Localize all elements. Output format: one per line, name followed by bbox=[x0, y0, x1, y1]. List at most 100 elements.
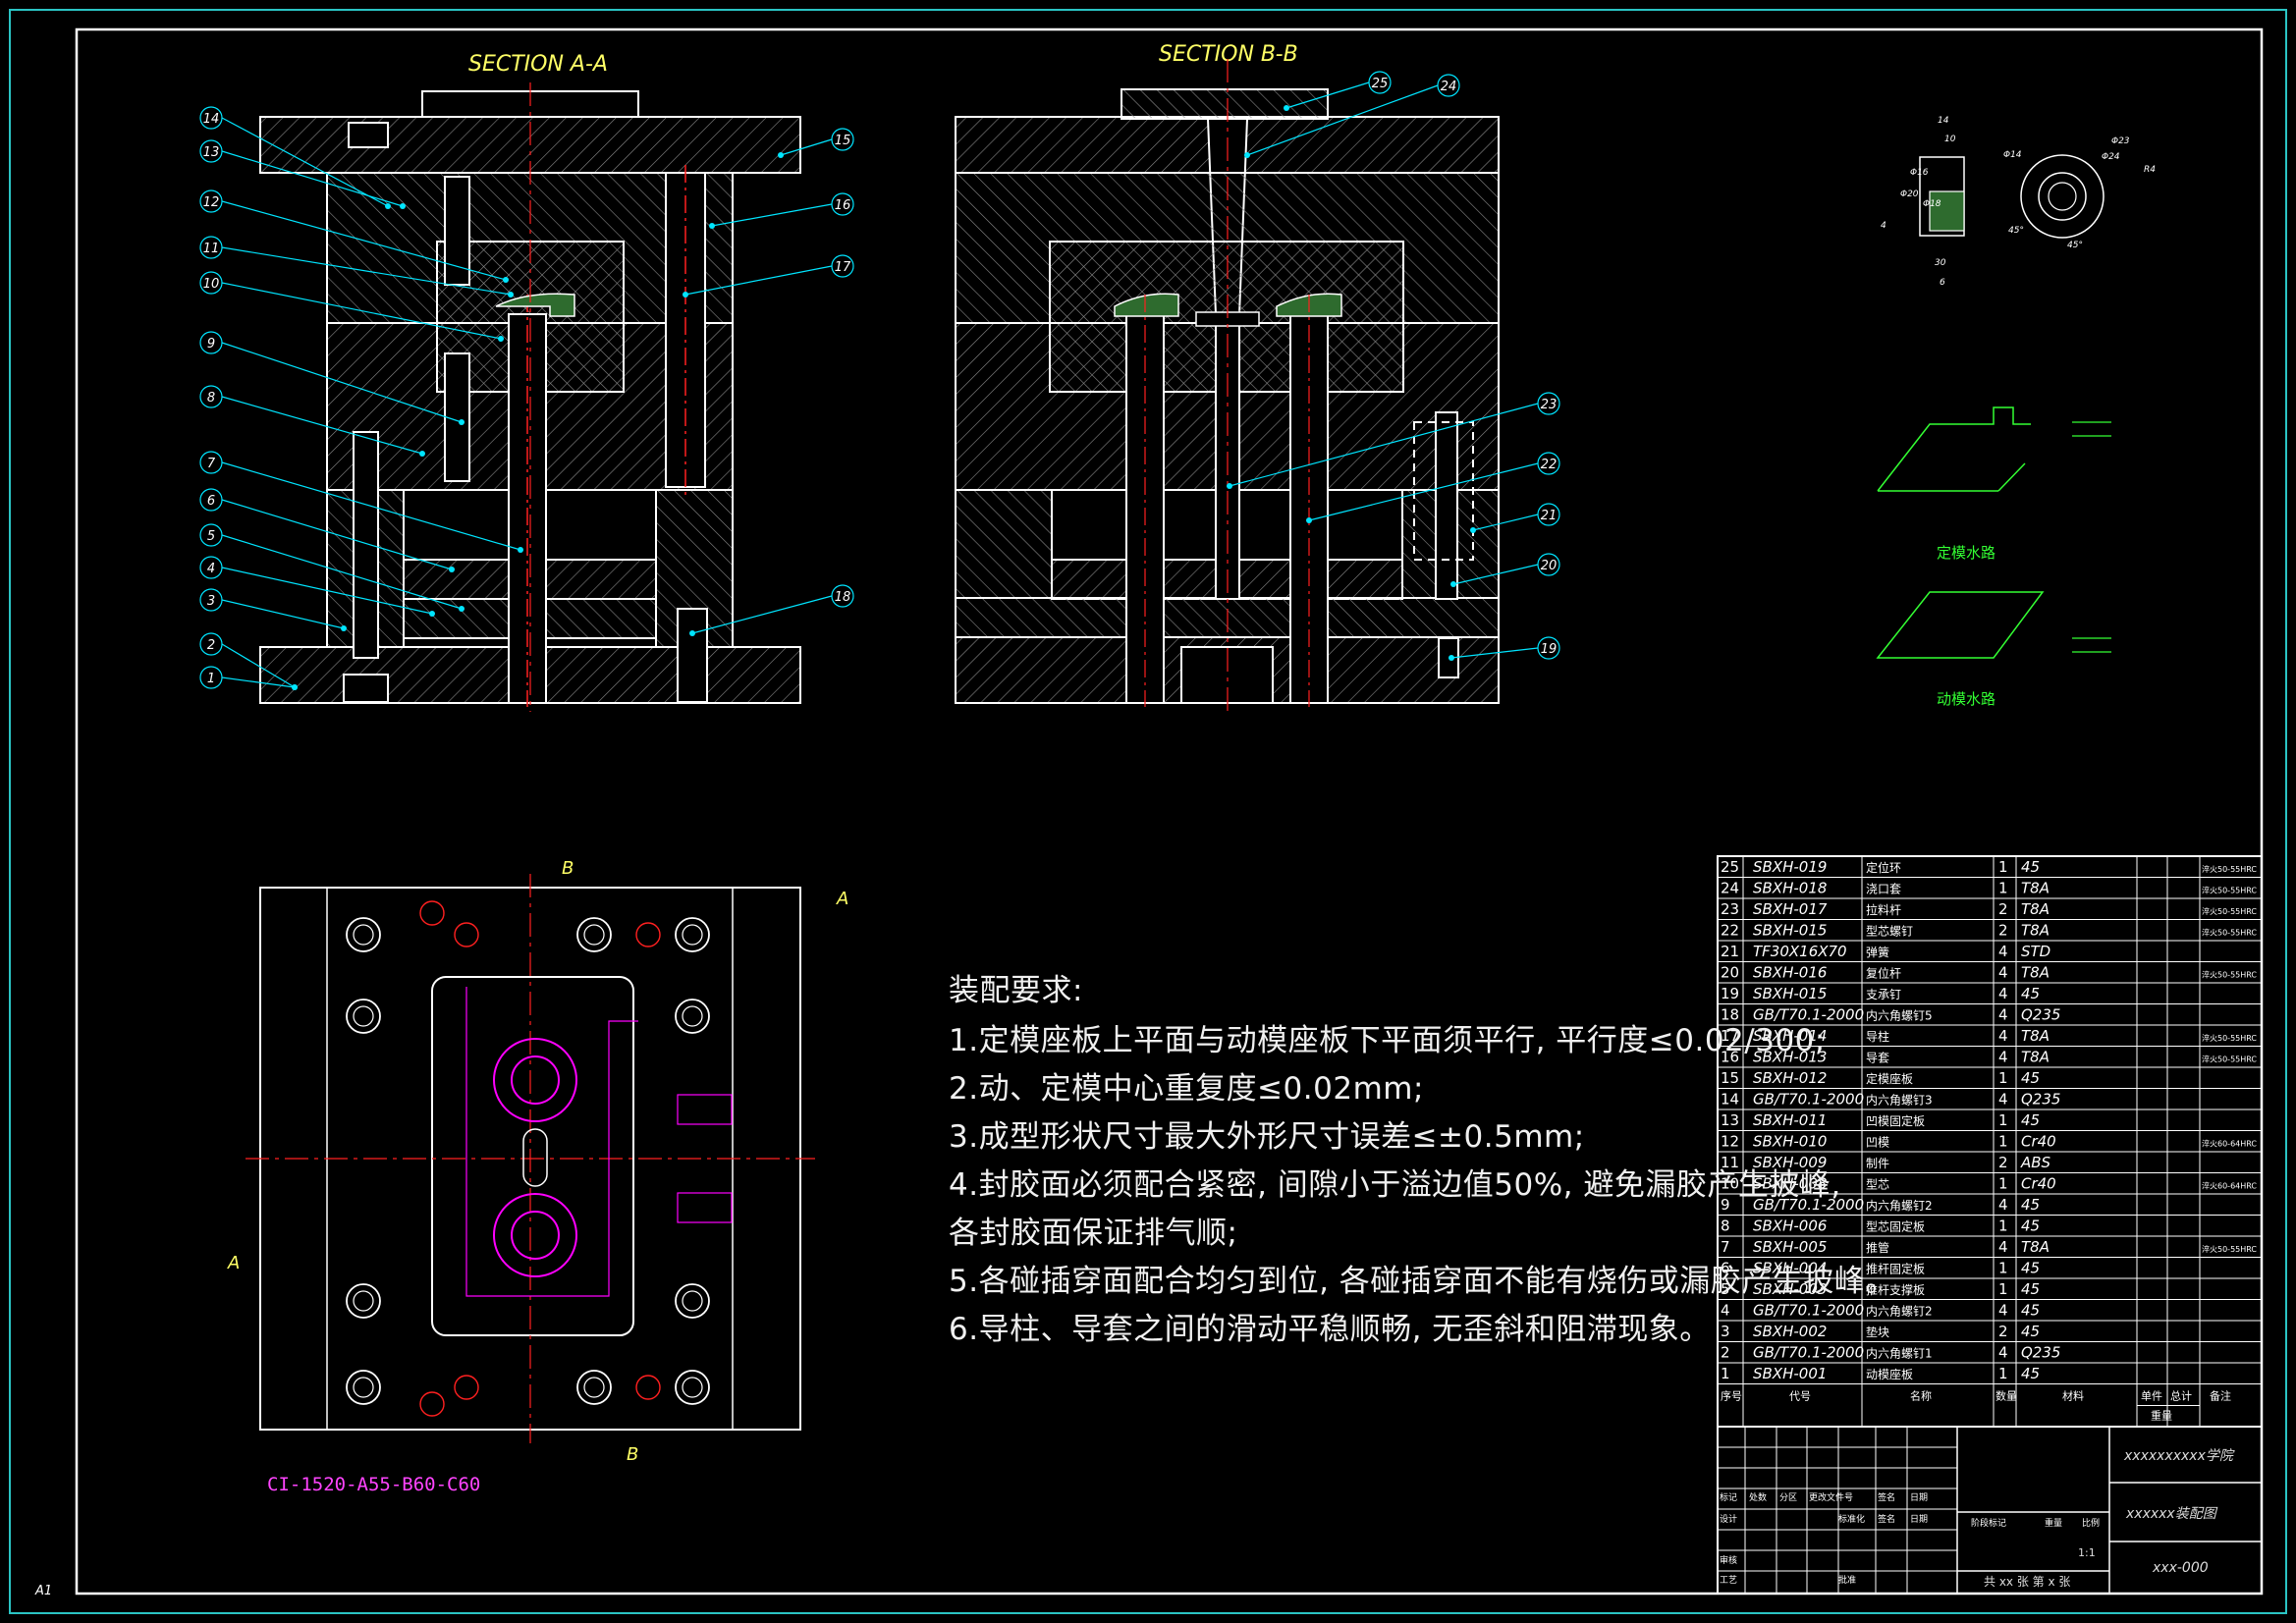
balloon: 25 bbox=[1284, 71, 1392, 111]
bom-cell: 45 bbox=[2021, 1217, 2040, 1235]
bom-cell: 浇口套 bbox=[1866, 883, 1901, 896]
balloon-number: 22 bbox=[1541, 458, 1558, 472]
bom-cell: 4 bbox=[1998, 943, 2008, 960]
title-block-label: 标准化 bbox=[1838, 1513, 1865, 1525]
bom-cell: 淬火50-55HRC bbox=[2202, 864, 2257, 874]
bom-cell: 1 bbox=[1998, 1133, 2008, 1151]
balloon: 8 bbox=[199, 385, 425, 457]
bom-cell: ABS bbox=[2020, 1154, 2051, 1171]
bom-cell: SBXH-004 bbox=[1753, 1260, 1827, 1277]
balloon-number: 15 bbox=[835, 134, 851, 148]
bom-cell: 45 bbox=[2021, 1323, 2040, 1340]
bom-cell: SBXH-018 bbox=[1753, 880, 1827, 897]
balloon-number: 7 bbox=[207, 457, 216, 471]
balloon: 16 bbox=[709, 192, 854, 229]
bom-cell: 8 bbox=[1721, 1217, 1730, 1235]
bom-cell: SBXH-014 bbox=[1753, 1027, 1827, 1045]
bom-cell: 6 bbox=[1721, 1260, 1730, 1277]
bom-cell: 16 bbox=[1721, 1049, 1739, 1066]
bom-cell: 定模座板 bbox=[1866, 1071, 1913, 1086]
bom-cell: 2 bbox=[1998, 922, 2008, 940]
bom-cell: 45 bbox=[2021, 985, 2040, 1002]
balloon: 14 bbox=[199, 106, 391, 209]
dimension-label: 4 bbox=[1881, 221, 1886, 231]
dimension-label: Φ18 bbox=[1923, 199, 1941, 209]
bom-cell: 推管 bbox=[1866, 1240, 1889, 1255]
plan-product-bottom bbox=[493, 1193, 577, 1277]
bom-cell: 4 bbox=[1998, 1196, 2008, 1214]
note-item-4b: 各封胶面保证排气顺; bbox=[949, 1216, 1238, 1251]
bom-cell: 2 bbox=[1721, 1344, 1730, 1362]
screw-hole bbox=[635, 1375, 661, 1400]
bom-cell: 弹簧 bbox=[1866, 945, 1889, 959]
sheet-size-label: A1 bbox=[34, 1584, 52, 1598]
screw-hole bbox=[419, 900, 445, 926]
outer-frame bbox=[9, 9, 2287, 1614]
bom-cell: 1 bbox=[1998, 1069, 2008, 1087]
section-a-title: SECTION A-A bbox=[468, 52, 608, 77]
section-b-b-view: SECTION B-B bbox=[955, 42, 1500, 712]
screw-hole bbox=[419, 1391, 445, 1417]
bom-cell: 内六角螺钉3 bbox=[1866, 1094, 1933, 1108]
plan-runner bbox=[522, 1128, 548, 1187]
bom-cell: GB/T70.1-2000 bbox=[1753, 1344, 1864, 1362]
bom-cell: 拉料杆 bbox=[1866, 902, 1901, 917]
bom-cell: T8A bbox=[2021, 922, 2050, 940]
bom-cell: 22 bbox=[1721, 922, 1739, 940]
plan-view: CI-1520-A55-B60-C60 B B A A bbox=[227, 858, 848, 1495]
plan-cavity-insert bbox=[431, 976, 634, 1336]
screw-hole bbox=[454, 922, 479, 947]
bom-header: 备注 bbox=[2210, 1389, 2231, 1403]
bom-cell: 19 bbox=[1721, 985, 1739, 1002]
dimension-label: 45° bbox=[2008, 226, 2024, 236]
product-front-bore bbox=[2048, 182, 2077, 211]
bom-cell: 内六角螺钉1 bbox=[1866, 1347, 1933, 1361]
bom-cell: GB/T70.1-2000 bbox=[1753, 1302, 1864, 1320]
bom-cell: 45 bbox=[2021, 1111, 2040, 1129]
bom-cell: 内六角螺钉2 bbox=[1866, 1199, 1933, 1213]
balloon: 11 bbox=[199, 236, 514, 298]
bom-cell: 7 bbox=[1721, 1238, 1730, 1256]
balloon-number: 1 bbox=[207, 672, 215, 686]
note-item-4: 4.封胶面必须配合紧密, 间隙小于溢边值50%, 避免漏胶产生披峰, bbox=[949, 1167, 1841, 1203]
bom-cell: 制件 bbox=[1866, 1157, 1889, 1170]
bom-cell: GB/T70.1-2000 bbox=[1753, 1091, 1864, 1109]
bolt-hole bbox=[576, 1370, 612, 1405]
bom-cell: 4 bbox=[1998, 964, 2008, 982]
bolt-hole bbox=[346, 1370, 381, 1405]
balloon-number: 12 bbox=[203, 195, 220, 210]
return-pin-b bbox=[1435, 411, 1458, 600]
bom-cell: 18 bbox=[1721, 1006, 1739, 1024]
assembly-requirements: 装配要求: 1.定模座板上平面与动模座板下平面须平行, 平行度≤0.02/300… bbox=[949, 967, 1895, 1354]
bom-cell: 5 bbox=[1721, 1280, 1730, 1298]
bom-cell: SBXH-002 bbox=[1753, 1323, 1827, 1340]
title-drawing-name: xxxxxx装配图 bbox=[2125, 1506, 2218, 1522]
bom-cell: 4 bbox=[1998, 1006, 2008, 1024]
bom-cell: SBXH-003 bbox=[1753, 1280, 1827, 1298]
dimension-label: Φ16 bbox=[1910, 168, 1929, 178]
bom-cell: 17 bbox=[1721, 1027, 1739, 1045]
bom-cell: SBXH-017 bbox=[1753, 900, 1828, 918]
balloon: 7 bbox=[199, 451, 523, 553]
title-block-label: 审核 bbox=[1720, 1554, 1737, 1566]
balloon-number: 17 bbox=[835, 260, 851, 275]
sprue-locating-ring bbox=[1121, 88, 1329, 120]
bolt-hole bbox=[675, 1370, 710, 1405]
balloon: 3 bbox=[199, 588, 347, 631]
bom-header: 单件 bbox=[2141, 1390, 2162, 1403]
balloon: 19 bbox=[1449, 636, 1560, 661]
mark-b-top: B bbox=[562, 858, 574, 879]
bom-cell: 淬火50-55HRC bbox=[2202, 928, 2257, 938]
bom-cell: Q235 bbox=[2021, 1344, 2060, 1362]
balloon-number: 18 bbox=[835, 590, 851, 605]
bom-cell: SBXH-001 bbox=[1753, 1365, 1827, 1382]
bom-cell: Cr40 bbox=[2021, 1133, 2056, 1151]
title-block-label: 重量 bbox=[2045, 1517, 2062, 1529]
bom-cell: 淬火50-55HRC bbox=[2202, 886, 2257, 895]
